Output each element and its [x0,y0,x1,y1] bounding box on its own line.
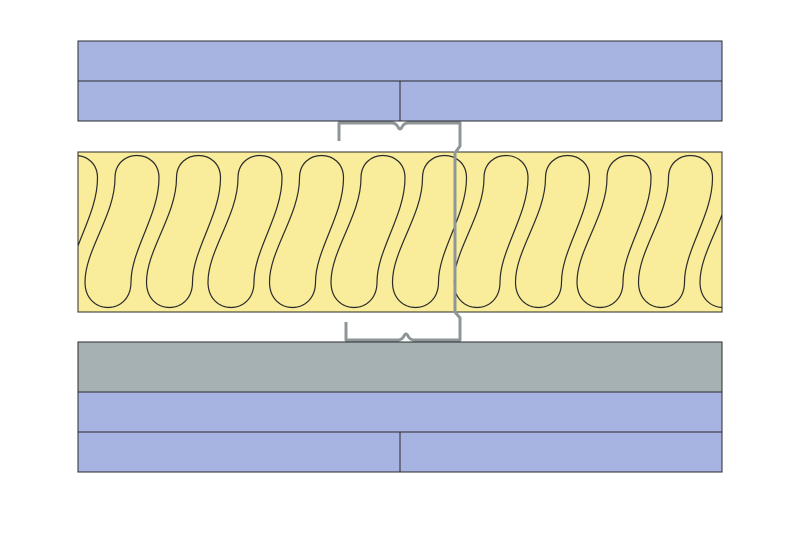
insulation-fibre-loop [699,212,722,308]
insulation-fibre-loop [84,155,160,308]
insulation-fibre-loop [207,155,283,308]
insulation-fibre-loop [637,155,714,308]
insulation-fibre-loop [268,155,345,308]
board-top-outer [77,40,723,82]
insulation-fibre-loop [514,155,591,308]
insulation-fibre-loop [78,155,99,248]
insulation-fibre-loop [576,155,652,308]
steel-stud [337,121,462,342]
insulation-fibre-loop [330,155,406,308]
board-bottom-inner [77,391,723,433]
board-top-inner-left [77,80,401,122]
insulation-fill [77,151,723,313]
insulation-fibre-loop [145,155,222,308]
board-top-inner-right [399,80,723,122]
insulation-fibre-loop [453,155,529,308]
board-bottom-outer-left [77,431,401,473]
insulation [77,151,800,313]
board-bottom-outer-right [399,431,723,473]
insulation-fibre-loop [391,155,468,308]
core-board [77,341,723,393]
insulation-fibres [78,155,800,308]
insulation-fibre-loop [762,156,800,308]
